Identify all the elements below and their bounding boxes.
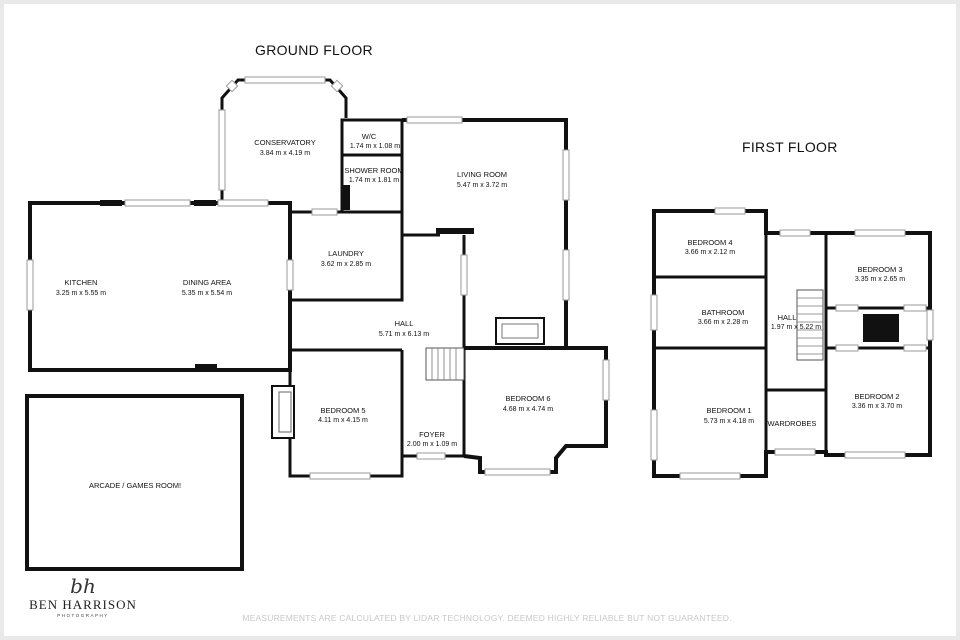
ground-floor-title: GROUND FLOOR <box>255 42 373 58</box>
bedroom-3-dims: 3.35 m x 2.65 m <box>855 276 905 283</box>
floor-plan-sheet: GROUND FLOOR <box>4 4 956 636</box>
conservatory-walls <box>218 76 348 203</box>
arcade-games-room-label: ARCADE / GAMES ROOM! <box>89 481 181 490</box>
ground-hall-label: HALL <box>395 319 414 328</box>
first-hall-dims: 1.97 m x 5.22 m <box>771 324 821 331</box>
foyer-dims: 2.00 m x 1.09 m <box>407 441 457 448</box>
living-room-walls <box>400 116 570 348</box>
bedroom-6-dims: 4.68 m x 4.74 m <box>503 406 553 413</box>
shower-room-label: SHOWER ROOM <box>344 166 403 175</box>
logo-subtitle: PHOTOGRAPHY <box>57 613 108 618</box>
bedroom-1-dims: 5.73 m x 4.18 m <box>704 418 754 425</box>
bedroom-5-label: BEDROOM 5 <box>320 406 365 415</box>
first-floor-title: FIRST FLOOR <box>742 139 838 155</box>
foyer-label: FOYER <box>419 430 445 439</box>
laundry-dims: 3.62 m x 2.85 m <box>321 261 371 268</box>
arcade-games-room-walls <box>25 394 244 571</box>
ground-central-walls <box>271 208 468 480</box>
ground-hall-dims: 5.71 m x 6.13 m <box>379 331 429 338</box>
bedroom-4-dims: 3.66 m x 2.12 m <box>685 249 735 256</box>
bedroom-1-label: BEDROOM 1 <box>706 406 751 415</box>
ben-harrison-logo: bh BEN HARRISON PHOTOGRAPHY <box>29 574 137 618</box>
kitchen-label: KITCHEN <box>65 278 98 287</box>
conservatory-dims: 3.84 m x 4.19 m <box>260 150 310 157</box>
kitchen-dims: 3.25 m x 5.55 m <box>56 290 106 297</box>
first-floor-stairs <box>796 289 824 361</box>
bedroom-4-label: BEDROOM 4 <box>687 238 732 247</box>
dining-area-label: DINING AREA <box>183 278 231 287</box>
wardrobes-label: WARDROBES <box>768 419 817 428</box>
conservatory-label: CONSERVATORY <box>254 138 315 147</box>
shower-room-dims: 1.74 m x 1.81 m <box>349 177 399 184</box>
living-room-label: LIVING ROOM <box>457 170 507 179</box>
living-room-dims: 5.47 m x 3.72 m <box>457 182 507 189</box>
wc-label: W/C <box>362 132 377 141</box>
bedroom-5-dims: 4.11 m x 4.15 m <box>318 417 368 424</box>
ground-stairs <box>425 347 465 381</box>
bathroom-dims: 3.66 m x 2.28 m <box>698 319 748 326</box>
dining-area-dims: 5.35 m x 5.54 m <box>182 290 232 297</box>
logo-name: BEN HARRISON <box>29 597 137 612</box>
wc-dims: 1.74 m x 1.08 m <box>350 143 400 150</box>
bedroom-6-walls <box>463 317 610 476</box>
first-hall-label: HALL <box>778 313 797 322</box>
laundry-label: LAUNDRY <box>328 249 364 258</box>
floor-plan-drawing: GROUND FLOOR <box>25 42 934 623</box>
bathroom-label: BATHROOM <box>702 308 745 317</box>
bedroom-2-dims: 3.36 m x 3.70 m <box>852 403 902 410</box>
disclaimer-text: MEASUREMENTS ARE CALCULATED BY LIDAR TEC… <box>242 613 731 623</box>
bedroom-2-label: BEDROOM 2 <box>854 392 899 401</box>
bedroom-3-label: BEDROOM 3 <box>857 265 902 274</box>
bedroom-6-label: BEDROOM 6 <box>505 394 550 403</box>
logo-initials: bh <box>70 574 96 598</box>
first-floor-walls <box>650 207 934 480</box>
